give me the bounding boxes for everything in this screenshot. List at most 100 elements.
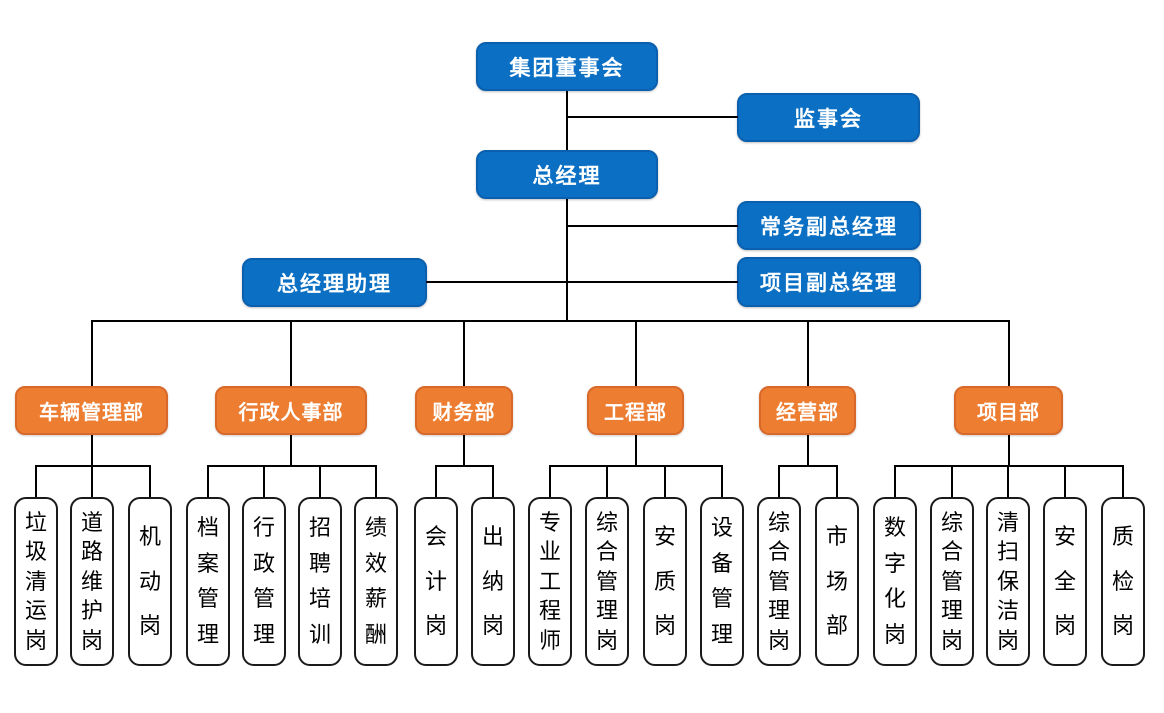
position-box: 质检岗 bbox=[1101, 497, 1145, 666]
node-general-manager-label: 总经理 bbox=[532, 164, 602, 188]
position-label: 安质岗 bbox=[653, 524, 676, 638]
connector-line bbox=[435, 466, 437, 497]
connector-line bbox=[566, 91, 568, 150]
position-label: 综合管理岗 bbox=[767, 509, 790, 653]
position-label: 招聘培训 bbox=[308, 515, 331, 647]
position-label: 设备管理 bbox=[710, 515, 733, 647]
department-box-engineering: 工程部 bbox=[587, 386, 684, 435]
position-box: 安全岗 bbox=[1043, 497, 1087, 666]
position-label: 绩效薪酬 bbox=[364, 515, 387, 647]
connector-line bbox=[549, 465, 723, 467]
position-label: 垃圾清运岗 bbox=[24, 509, 47, 653]
node-supervisory-board: 监事会 bbox=[737, 93, 920, 142]
connector-line bbox=[290, 435, 292, 466]
connector-line bbox=[263, 466, 265, 497]
connector-line bbox=[91, 466, 93, 497]
connector-line bbox=[836, 466, 838, 497]
node-board-of-directors: 集团董事会 bbox=[476, 42, 658, 91]
connector-line bbox=[634, 321, 637, 386]
connector-line bbox=[606, 466, 608, 497]
department-label: 项目部 bbox=[977, 402, 1040, 424]
connector-line bbox=[664, 466, 666, 497]
position-box: 市场部 bbox=[815, 497, 859, 666]
position-label: 会计岗 bbox=[424, 524, 447, 638]
department-label: 行政人事部 bbox=[238, 402, 344, 424]
node-board-of-directors-label: 集团董事会 bbox=[509, 56, 625, 80]
position-box: 综合管理岗 bbox=[757, 497, 801, 666]
position-box: 清扫保洁岗 bbox=[986, 497, 1030, 666]
position-box: 专业工程师 bbox=[528, 497, 572, 666]
position-box: 综合管理岗 bbox=[585, 497, 629, 666]
node-project-deputy-gm-label: 项目副总经理 bbox=[760, 272, 898, 295]
node-gm-assistant: 总经理助理 bbox=[242, 258, 427, 307]
connector-line bbox=[207, 466, 209, 497]
connector-line bbox=[778, 466, 780, 497]
position-label: 机动岗 bbox=[138, 524, 161, 638]
department-box-project: 项目部 bbox=[954, 386, 1063, 435]
department-box-operations: 经营部 bbox=[759, 386, 856, 435]
node-supervisory-board-label: 监事会 bbox=[794, 107, 863, 131]
connector-line bbox=[149, 466, 151, 497]
connector-line bbox=[1007, 321, 1010, 386]
connector-line bbox=[634, 435, 637, 466]
connector-line bbox=[894, 465, 1124, 467]
node-gm-assistant-label: 总经理助理 bbox=[277, 272, 392, 296]
position-label: 档案管理 bbox=[196, 515, 219, 647]
department-label: 经营部 bbox=[776, 402, 839, 424]
connector-line bbox=[1007, 435, 1010, 466]
connector-line bbox=[207, 465, 377, 467]
position-label: 市场部 bbox=[825, 524, 848, 638]
connector-line bbox=[1064, 466, 1066, 497]
connector-line bbox=[290, 321, 292, 386]
connector-line bbox=[90, 435, 93, 466]
connector-line bbox=[35, 465, 151, 467]
connector-line bbox=[1122, 466, 1124, 497]
position-label: 综合管理岗 bbox=[940, 509, 963, 653]
position-box: 档案管理 bbox=[186, 497, 230, 666]
department-label: 财务部 bbox=[432, 402, 496, 424]
position-label: 行政管理 bbox=[252, 515, 275, 647]
position-label: 数字化岗 bbox=[883, 515, 906, 647]
node-project-deputy-gm: 项目副总经理 bbox=[737, 257, 921, 307]
position-label: 质检岗 bbox=[1111, 524, 1134, 638]
position-label: 出纳岗 bbox=[481, 524, 504, 638]
connector-line bbox=[35, 466, 37, 497]
position-box: 安质岗 bbox=[643, 497, 687, 666]
connector-line bbox=[319, 466, 321, 497]
node-executive-deputy-gm: 常务副总经理 bbox=[737, 201, 921, 250]
connector-line bbox=[90, 320, 1010, 322]
connector-line bbox=[951, 466, 953, 497]
connector-line bbox=[566, 116, 738, 118]
connector-line bbox=[806, 435, 809, 466]
connector-line bbox=[894, 466, 896, 497]
connector-line bbox=[426, 281, 738, 283]
position-label: 安全岗 bbox=[1053, 524, 1076, 638]
connector-line bbox=[375, 466, 377, 497]
node-executive-deputy-gm-label: 常务副总经理 bbox=[760, 215, 898, 239]
position-box: 综合管理岗 bbox=[930, 497, 974, 666]
department-label: 车辆管理部 bbox=[39, 402, 144, 424]
node-general-manager: 总经理 bbox=[476, 150, 658, 199]
position-label: 道路维护岗 bbox=[80, 509, 103, 653]
connector-line bbox=[566, 225, 738, 227]
connector-line bbox=[549, 466, 551, 497]
position-box: 绩效薪酬 bbox=[354, 497, 398, 666]
department-box-vehicle-management: 车辆管理部 bbox=[15, 386, 168, 435]
position-box: 道路维护岗 bbox=[70, 497, 114, 666]
connector-line bbox=[435, 465, 494, 467]
position-label: 清扫保洁岗 bbox=[996, 509, 1019, 653]
position-box: 垃圾清运岗 bbox=[14, 497, 58, 666]
position-box: 数字化岗 bbox=[873, 497, 917, 666]
connector-line bbox=[492, 466, 494, 497]
position-box: 行政管理 bbox=[242, 497, 286, 666]
position-box: 出纳岗 bbox=[471, 497, 515, 666]
connector-line bbox=[463, 321, 465, 386]
connector-line bbox=[90, 321, 93, 386]
connector-line bbox=[778, 465, 838, 467]
connector-line bbox=[1007, 466, 1009, 497]
position-box: 招聘培训 bbox=[298, 497, 342, 666]
position-label: 综合管理岗 bbox=[595, 509, 618, 653]
department-box-admin-hr: 行政人事部 bbox=[215, 386, 367, 435]
connector-line bbox=[721, 466, 723, 497]
